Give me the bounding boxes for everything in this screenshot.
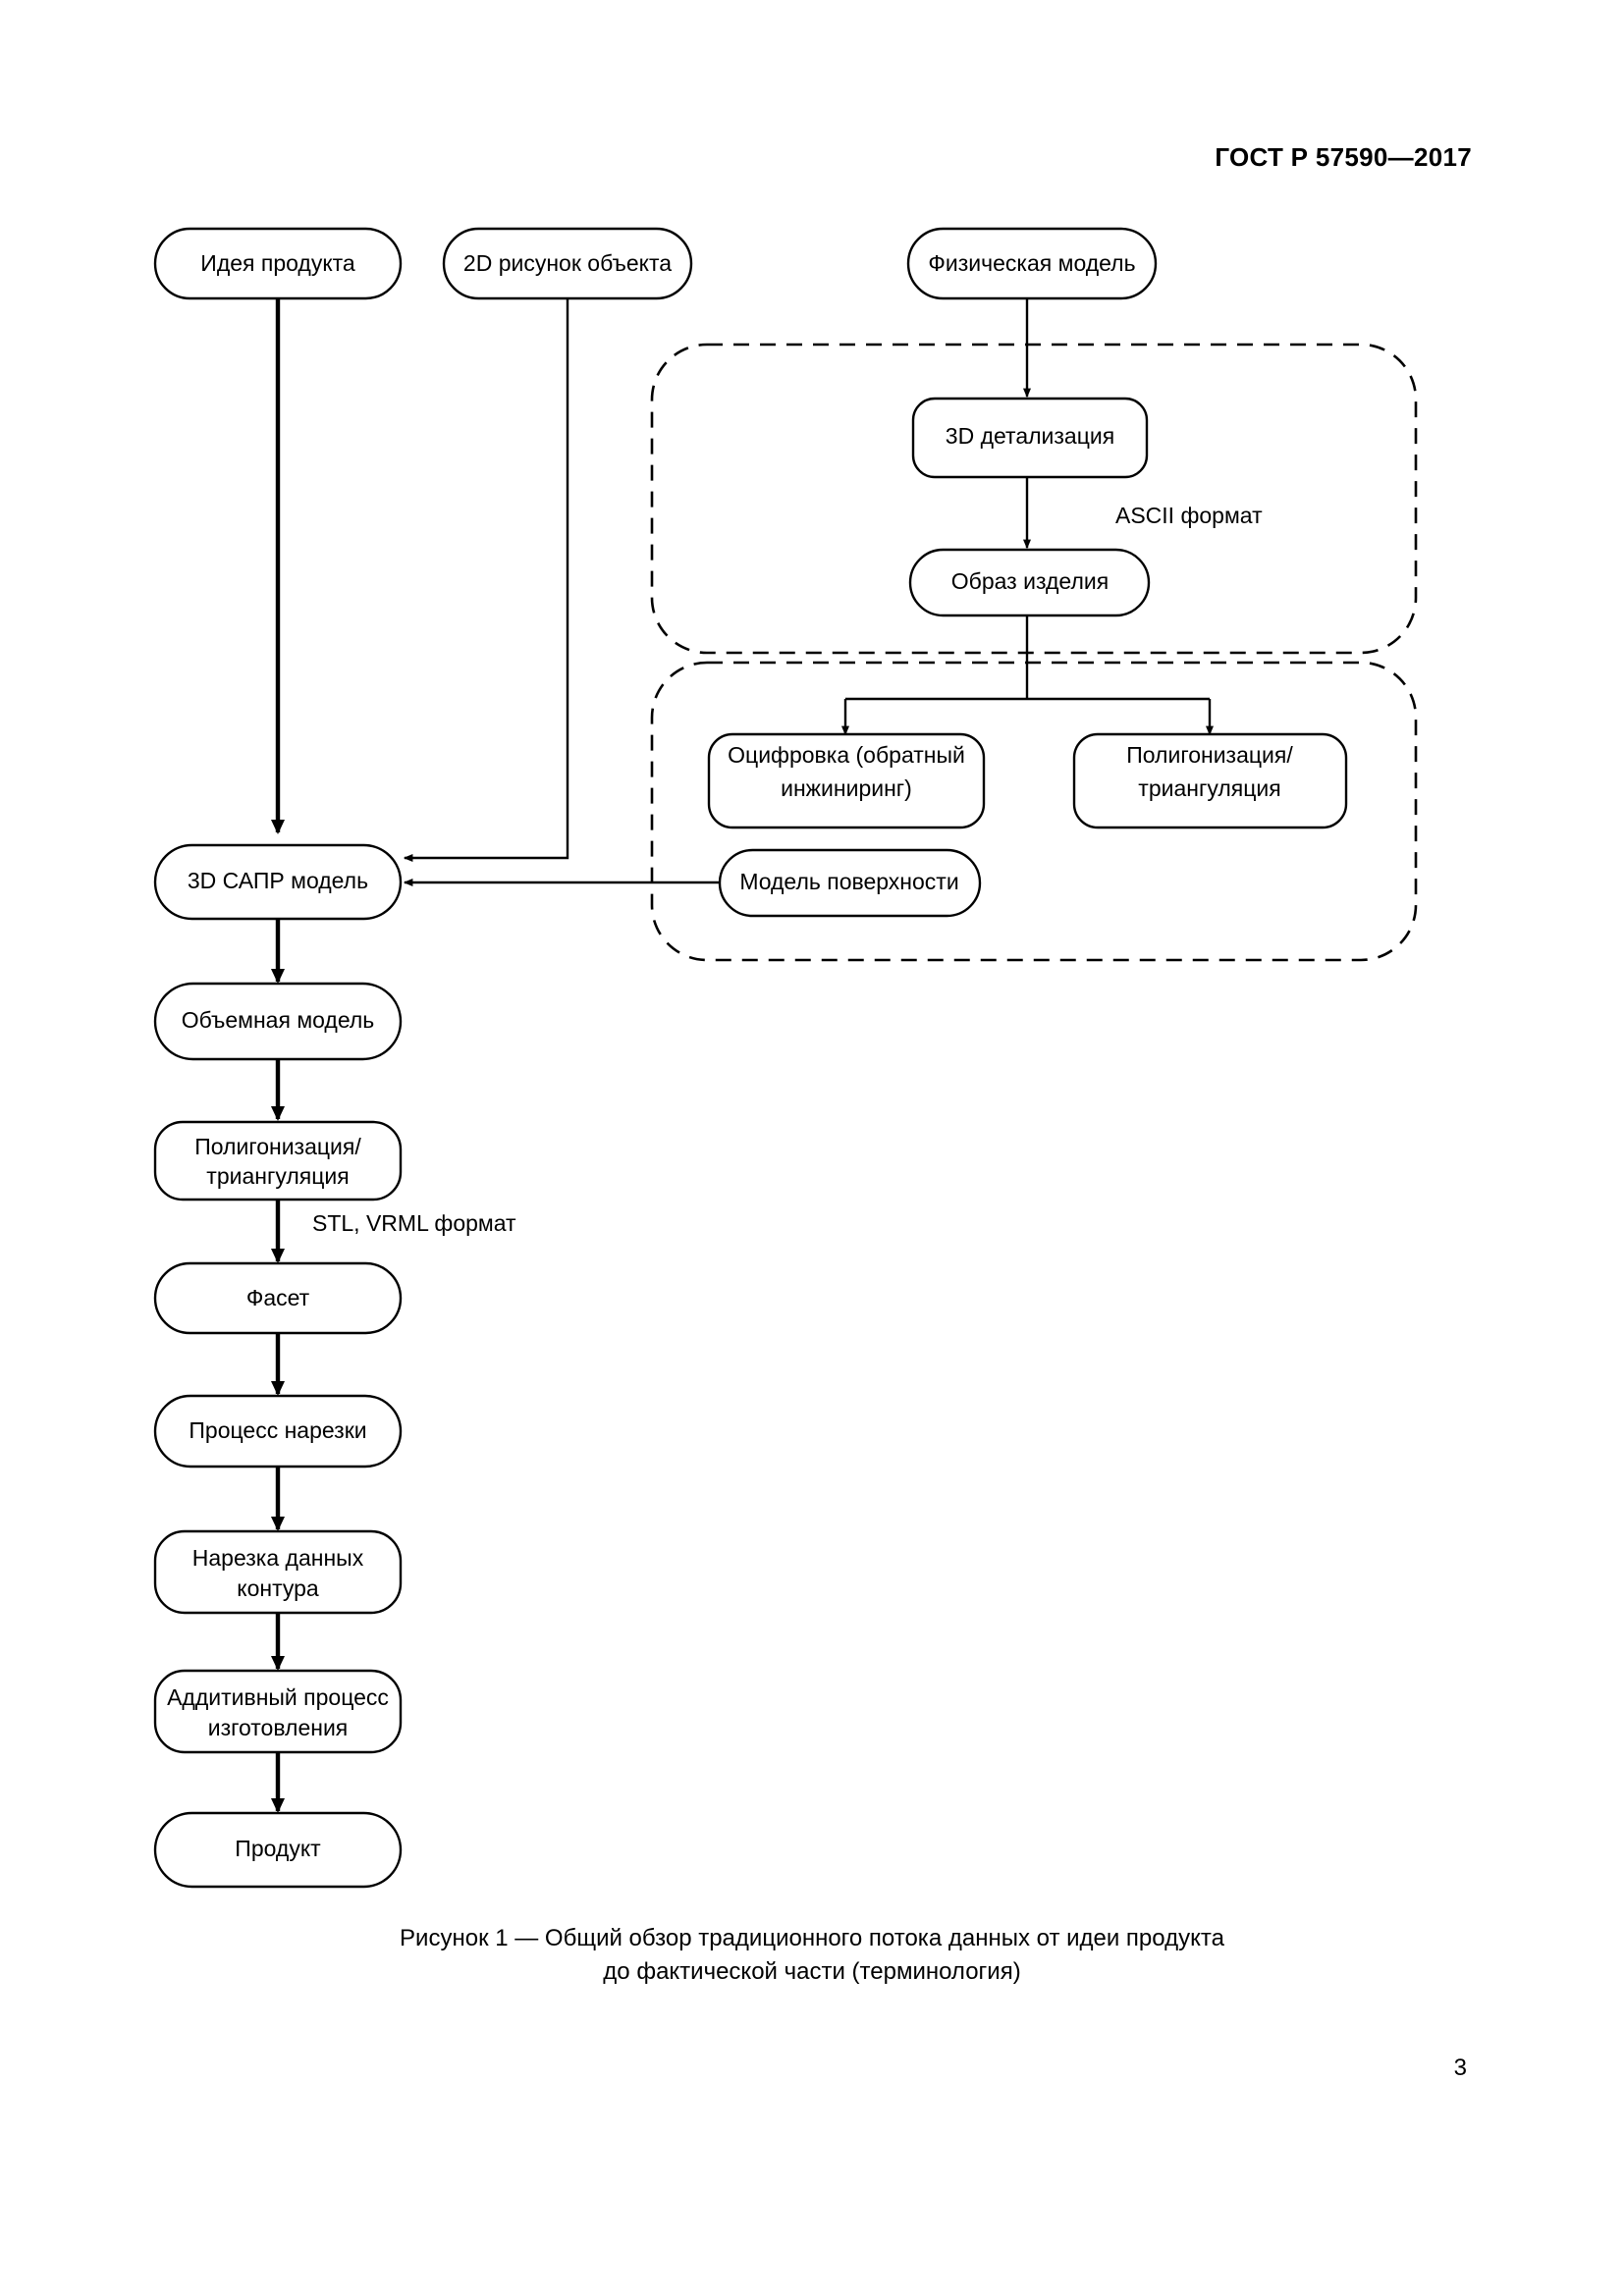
node-digitizing-label-line2: инжиниринг) bbox=[781, 775, 912, 801]
node-polygonization-right[interactable]: Полигонизация/ триангуляция bbox=[1072, 732, 1348, 829]
node-product-idea[interactable]: Идея продукта bbox=[153, 227, 403, 300]
node-polygonization-right-label-line2: триангуляция bbox=[1138, 775, 1280, 801]
node-product-label: Продукт bbox=[235, 1836, 321, 1861]
node-2d-drawing[interactable]: 2D рисунок объекта bbox=[442, 227, 693, 300]
edge-label-stl-vrml-format: STL, VRML формат bbox=[312, 1210, 516, 1236]
node-surface-model-label: Модель поверхности bbox=[739, 869, 958, 894]
node-3d-cad-model-label: 3D САПР модель bbox=[188, 868, 368, 893]
node-product-image[interactable]: Образ изделия bbox=[908, 548, 1151, 617]
standard-header: ГОСТ Р 57590—2017 bbox=[1215, 142, 1472, 172]
node-polygonization-right-label-line1: Полигонизация/ bbox=[1126, 742, 1293, 768]
node-product-image-label: Образ изделия bbox=[951, 568, 1109, 594]
node-surface-model[interactable]: Модель поверхности bbox=[718, 848, 982, 918]
node-polygonization-left[interactable]: Полигонизация/ триангуляция bbox=[153, 1120, 403, 1201]
figure-caption-line-2: до фактической части (терминология) bbox=[603, 1958, 1021, 1985]
node-slicing-process-label: Процесс нарезки bbox=[189, 1417, 366, 1443]
node-additive-process-label-line1: Аддитивный процесс bbox=[167, 1684, 389, 1710]
node-slice-contour-data[interactable]: Нарезка данных контура bbox=[153, 1529, 403, 1615]
figure-caption-line-1: Рисунок 1 — Общий обзор традиционного по… bbox=[400, 1925, 1224, 1951]
node-slice-contour-data-label-line2: контура bbox=[237, 1575, 319, 1601]
node-3d-detailing[interactable]: 3D детализация bbox=[911, 397, 1149, 479]
node-3d-cad-model[interactable]: 3D САПР модель bbox=[153, 843, 403, 921]
group-box-scanning bbox=[650, 343, 1418, 655]
node-solid-model[interactable]: Объемная модель bbox=[153, 982, 403, 1061]
node-additive-process-label-line2: изготовления bbox=[208, 1715, 349, 1740]
edge-label-ascii-format: ASCII формат bbox=[1115, 503, 1263, 528]
node-physical-model-label: Физическая модель bbox=[928, 250, 1135, 276]
connector-2d-drawing-to-cad bbox=[403, 298, 569, 862]
node-additive-process[interactable]: Аддитивный процесс изготовления bbox=[153, 1669, 403, 1754]
group-box-reverse-engineering bbox=[650, 661, 1418, 962]
node-slice-contour-data-label-line1: Нарезка данных bbox=[192, 1545, 364, 1571]
node-digitizing-label-line1: Оцифровка (обратный bbox=[728, 742, 965, 768]
node-product-idea-label: Идея продукта bbox=[200, 250, 355, 276]
node-digitizing[interactable]: Оцифровка (обратный инжиниринг) bbox=[707, 732, 986, 829]
node-slicing-process[interactable]: Процесс нарезки bbox=[153, 1394, 403, 1468]
node-3d-detailing-label: 3D детализация bbox=[946, 423, 1114, 449]
node-polygonization-left-label-line1: Полигонизация/ bbox=[194, 1134, 361, 1159]
figure-caption: Рисунок 1 — Общий обзор традиционного по… bbox=[0, 1922, 1624, 1989]
node-polygonization-left-label-line2: триангуляция bbox=[206, 1163, 349, 1189]
node-facet-label: Фасет bbox=[246, 1285, 310, 1310]
node-product[interactable]: Продукт bbox=[153, 1811, 403, 1889]
page-number: 3 bbox=[1453, 2055, 1467, 2081]
node-physical-model[interactable]: Физическая модель bbox=[906, 227, 1158, 300]
node-2d-drawing-label: 2D рисунок объекта bbox=[463, 250, 672, 276]
node-facet[interactable]: Фасет bbox=[153, 1261, 403, 1335]
node-solid-model-label: Объемная модель bbox=[182, 1007, 375, 1033]
